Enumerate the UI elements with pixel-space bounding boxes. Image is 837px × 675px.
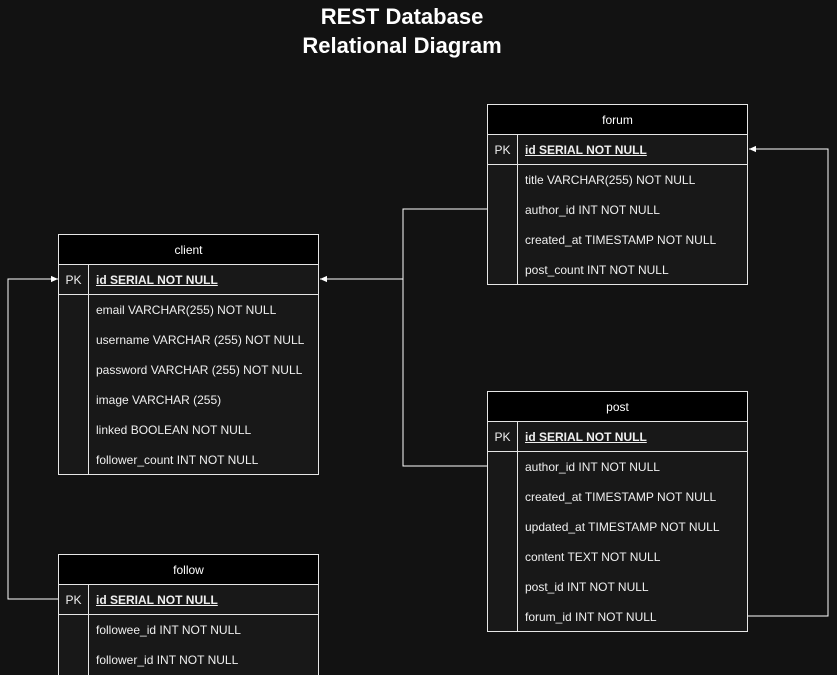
table-client-row[interactable]: password VARCHAR (255) NOT NULL [59,355,318,385]
pk-field: id SERIAL NOT NULL [525,142,647,157]
table-forum-row[interactable]: post_count INT NOT NULL [488,255,747,285]
key-cell [59,445,89,475]
field-cell: updated_at TIMESTAMP NOT NULL [525,520,720,534]
table-forum[interactable]: forum PK id SERIAL NOT NULL title VARCHA… [487,104,748,285]
table-post-row[interactable]: updated_at TIMESTAMP NOT NULL [488,512,747,542]
field-cell: follower_count INT NOT NULL [96,453,259,467]
key-cell [59,615,89,645]
connector-post-forum-to-forum [748,145,829,617]
table-post-row[interactable]: content TEXT NOT NULL [488,542,747,572]
table-forum-header[interactable]: forum [488,105,747,135]
table-client-header[interactable]: client [59,235,318,265]
table-post[interactable]: post PK id SERIAL NOT NULL author_id INT… [487,391,748,632]
key-cell [488,165,518,195]
field-cell: author_id INT NOT NULL [525,460,660,474]
table-client-row[interactable]: follower_count INT NOT NULL [59,445,318,475]
table-follow-row[interactable]: followee_id INT NOT NULL [59,615,318,645]
key-cell [488,512,518,542]
key-cell [488,602,518,632]
pk-field: id SERIAL NOT NULL [525,429,647,444]
connector-post-author-to-client [402,279,488,467]
field-cell: username VARCHAR (255) NOT NULL [96,333,305,347]
key-cell [488,195,518,225]
key-cell [59,295,89,325]
key-cell [59,355,89,385]
field-cell: followee_id INT NOT NULL [96,623,241,637]
key-cell [488,572,518,602]
pk-label: PK [59,585,89,614]
key-cell [488,482,518,512]
key-cell [59,325,89,355]
table-forum-row[interactable]: created_at TIMESTAMP NOT NULL [488,225,747,255]
key-cell [488,255,518,285]
field-cell: created_at TIMESTAMP NOT NULL [525,233,717,247]
table-post-row[interactable]: author_id INT NOT NULL [488,452,747,482]
pk-field: id SERIAL NOT NULL [96,272,218,287]
table-post-row[interactable]: created_at TIMESTAMP NOT NULL [488,482,747,512]
table-client-pk-row[interactable]: PK id SERIAL NOT NULL [59,265,318,295]
key-cell [59,385,89,415]
field-cell: content TEXT NOT NULL [525,550,661,564]
diagram-title: REST Database Relational Diagram [0,2,804,60]
table-post-header[interactable]: post [488,392,747,422]
title-line-1: REST Database [320,4,484,29]
table-forum-row[interactable]: author_id INT NOT NULL [488,195,747,225]
field-cell: password VARCHAR (255) NOT NULL [96,363,303,377]
key-cell [488,225,518,255]
table-client-row[interactable]: username VARCHAR (255) NOT NULL [59,325,318,355]
table-client-row[interactable]: image VARCHAR (255) [59,385,318,415]
table-client-row[interactable]: email VARCHAR(255) NOT NULL [59,295,318,325]
connector-forum-author-to-client [320,208,488,283]
pk-label: PK [488,135,518,164]
table-post-row[interactable]: forum_id INT NOT NULL [488,602,747,632]
table-follow-row[interactable]: follower_id INT NOT NULL [59,645,318,675]
field-cell: post_count INT NOT NULL [525,263,669,277]
connector-follow-to-client [7,275,59,600]
table-follow-pk-row[interactable]: PK id SERIAL NOT NULL [59,585,318,615]
table-client-row[interactable]: linked BOOLEAN NOT NULL [59,415,318,445]
field-cell: linked BOOLEAN NOT NULL [96,423,252,437]
pk-label: PK [59,265,89,294]
pk-label: PK [488,422,518,451]
field-cell: post_id INT NOT NULL [525,580,649,594]
table-forum-pk-row[interactable]: PK id SERIAL NOT NULL [488,135,747,165]
key-cell [488,542,518,572]
pk-field: id SERIAL NOT NULL [96,592,218,607]
key-cell [59,645,89,675]
table-post-pk-row[interactable]: PK id SERIAL NOT NULL [488,422,747,452]
table-client[interactable]: client PK id SERIAL NOT NULL email VARCH… [58,234,319,475]
field-cell: forum_id INT NOT NULL [525,610,657,624]
key-cell [488,452,518,482]
table-follow[interactable]: follow PK id SERIAL NOT NULL followee_id… [58,554,319,675]
key-cell [59,415,89,445]
field-cell: email VARCHAR(255) NOT NULL [96,303,277,317]
field-cell: title VARCHAR(255) NOT NULL [525,173,696,187]
field-cell: image VARCHAR (255) [96,393,222,407]
table-forum-row[interactable]: title VARCHAR(255) NOT NULL [488,165,747,195]
table-post-row[interactable]: post_id INT NOT NULL [488,572,747,602]
title-line-2: Relational Diagram [302,33,502,58]
field-cell: follower_id INT NOT NULL [96,653,239,667]
table-follow-header[interactable]: follow [59,555,318,585]
field-cell: created_at TIMESTAMP NOT NULL [525,490,717,504]
field-cell: author_id INT NOT NULL [525,203,660,217]
